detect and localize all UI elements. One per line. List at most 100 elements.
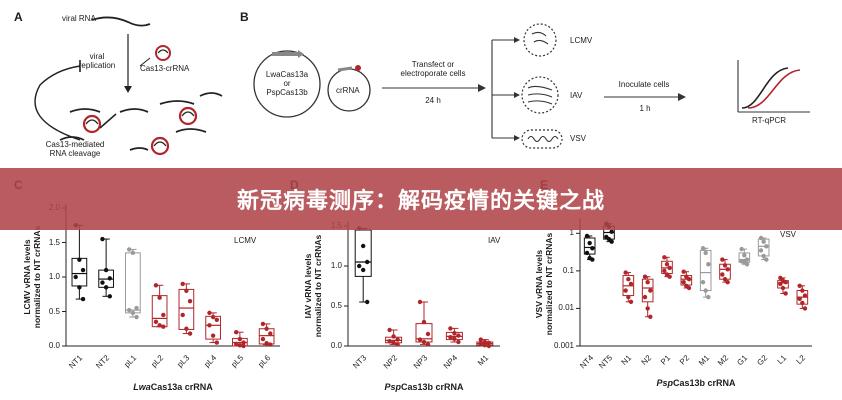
data-point-N1 (628, 299, 634, 305)
panel-b-readout-label: RT-qPCR (752, 116, 787, 125)
data-point-L1 (778, 281, 783, 287)
data-point-G2 (758, 248, 764, 253)
data-point-NP4 (452, 331, 457, 336)
title-banner: 新冠病毒测序：解码疫情的关键之战 (0, 168, 842, 230)
data-point-pL1 (130, 310, 136, 316)
data-point-P1 (662, 268, 667, 274)
box-NT1 (71, 257, 88, 287)
step1-line1: Transfect or (411, 60, 455, 69)
y-tick-label-C: 0.0 (48, 341, 60, 350)
data-point-NT3 (365, 259, 370, 265)
replication-line1: viral (89, 52, 105, 61)
banner-title: 新冠病毒测序：解码疫情的关键之战 (236, 189, 605, 214)
data-point-pL4 (214, 340, 220, 345)
data-point-L1 (783, 291, 788, 296)
data-point-NP3 (417, 299, 423, 305)
data-point-pL2 (153, 319, 159, 325)
data-point-NT3 (365, 299, 370, 305)
data-point-pL5 (241, 340, 246, 345)
box-N2 (641, 278, 654, 303)
data-point-pL3 (184, 326, 189, 331)
y-tick-label-E: 1 (569, 228, 574, 238)
virus-label-E: VSV (780, 230, 797, 239)
data-point-P1 (667, 274, 672, 279)
data-point-P2 (681, 269, 686, 274)
data-point-N2 (642, 294, 648, 300)
data-point-G2 (758, 235, 764, 241)
data-point-pL2 (157, 295, 162, 300)
data-point-NT2 (100, 236, 105, 242)
cleavage-line1: Cas13-mediated (45, 140, 105, 149)
data-point-M2 (722, 263, 728, 268)
x-axis-title-E: PspCas13b crRNA (656, 378, 736, 388)
data-point-L2 (800, 288, 805, 293)
panel-b-step1-time: 24 h (425, 96, 441, 105)
data-point-pL4 (210, 333, 216, 338)
data-point-NT1 (73, 274, 78, 280)
y-tick-label-C: 1.0 (48, 272, 60, 281)
data-point-NT4 (590, 246, 595, 251)
data-point-N2 (645, 279, 650, 285)
data-point-N2 (648, 288, 653, 293)
y-tick-label-E: 0.1 (562, 265, 574, 275)
data-point-NP3 (421, 319, 427, 325)
panel-a-cas13-crrna-label: Cas13-crRNA (140, 64, 190, 73)
data-point-pL6 (260, 336, 266, 342)
y-tick-label-D: 0.5 (330, 301, 342, 310)
virus-label-D: IAV (488, 236, 501, 245)
cleavage-line2: RNA cleavage (49, 149, 101, 158)
panel-a-replication-label: viral replication (72, 52, 122, 70)
data-point-pL5 (237, 336, 243, 342)
data-point-NT2 (103, 285, 109, 290)
plasmid1-line1: LwaCas13a (265, 70, 309, 79)
data-point-M2 (722, 277, 728, 282)
data-point-N2 (645, 306, 650, 311)
y-tick-label-C: 0.5 (48, 306, 60, 316)
data-point-NP2 (387, 339, 392, 344)
panel-b-plasmid1-label: LwaCas13a or PspCas13b (255, 70, 319, 97)
data-point-M1 (700, 279, 706, 285)
data-point-NP2 (395, 342, 400, 347)
y-tick-label-E: 0.01 (558, 303, 574, 313)
data-point-NP4 (448, 326, 453, 331)
data-point-G1 (739, 246, 744, 252)
panel-b-step2-label: Inoculate cells (618, 80, 670, 89)
data-point-NT4 (584, 250, 590, 256)
data-point-pL3 (187, 331, 193, 336)
data-point-N1 (626, 294, 631, 300)
data-point-NT3 (361, 243, 366, 249)
panel-a-viral-rna-label: viral RNA (62, 14, 96, 23)
data-point-M1 (478, 337, 483, 342)
panel-a-letter: A (14, 10, 23, 24)
box-pL1 (125, 252, 141, 314)
data-point-L1 (778, 275, 783, 281)
data-point-M1 (706, 294, 711, 300)
data-point-pL2 (161, 324, 166, 329)
data-point-L2 (797, 296, 802, 302)
box-M1 (699, 249, 712, 292)
data-point-pL4 (210, 314, 216, 320)
replication-line2: replication (78, 61, 116, 70)
data-point-pL6 (260, 321, 266, 327)
data-point-M1 (482, 339, 487, 345)
panel-b-step2-time: 1 h (639, 104, 651, 113)
data-point-pL5 (233, 330, 239, 335)
data-point-L1 (780, 285, 786, 291)
data-point-P2 (686, 277, 692, 282)
data-point-pL5 (241, 343, 246, 349)
data-point-pL4 (214, 317, 220, 322)
plasmid1-line3: PspCas13b (266, 88, 308, 97)
data-point-N2 (648, 314, 653, 319)
data-point-pL1 (134, 314, 139, 320)
data-point-pL1 (130, 250, 136, 256)
data-point-M1 (706, 262, 711, 267)
data-point-NT2 (107, 294, 113, 299)
data-point-L1 (783, 279, 788, 285)
y-tick-label-D: 0.0 (330, 341, 342, 350)
data-point-pL3 (180, 281, 185, 287)
data-point-G1 (744, 262, 750, 267)
data-point-NT5 (609, 239, 614, 244)
